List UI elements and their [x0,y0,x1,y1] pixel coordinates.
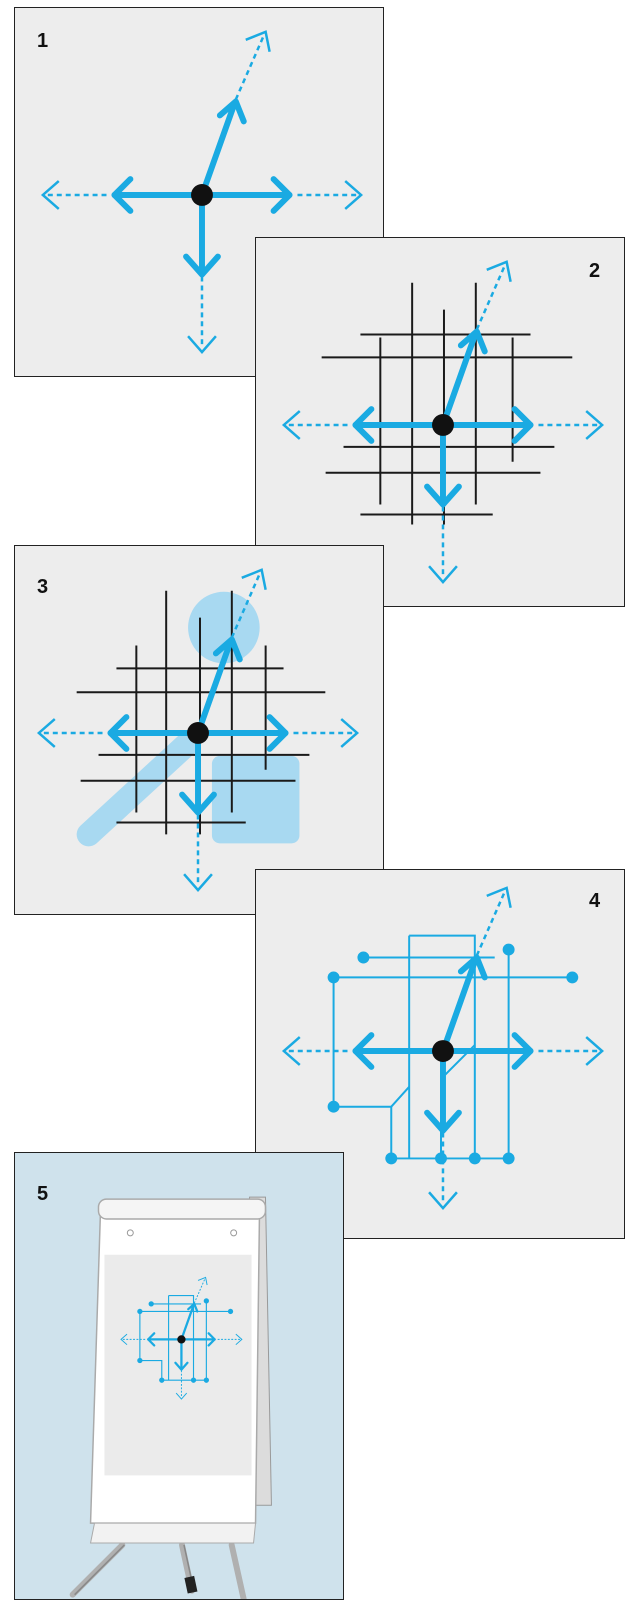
panel-number: 2 [589,260,601,282]
panel-number: 3 [37,576,49,598]
panel-number: 1 [37,30,49,52]
panel-number: 4 [589,890,601,912]
flipchart-illustration [69,1196,272,1599]
panel-5: 5 [14,1152,344,1600]
panel-3: 3 [14,545,384,915]
grid-axes-diagram [256,238,624,606]
mini-network-diagram [119,1276,243,1401]
panel-number: 5 [37,1183,49,1205]
network-axes-diagram [256,870,624,1238]
grid-lines [321,282,573,525]
grid-shapes-axes-diagram [15,546,383,914]
